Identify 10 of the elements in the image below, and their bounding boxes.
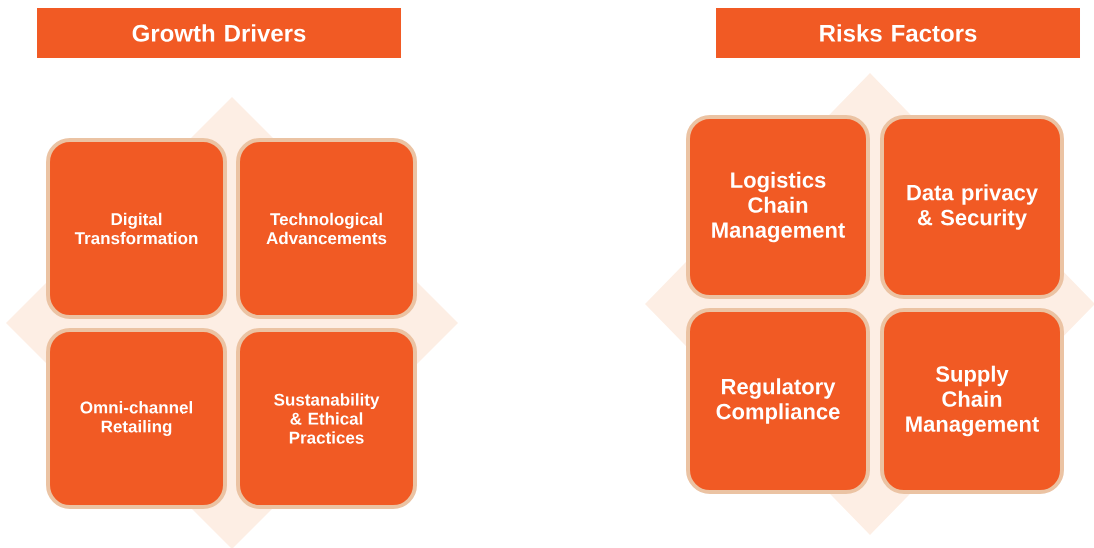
rounded-tile: Logistics Chain Management [686, 115, 870, 299]
rounded-tile: Digital Transformation [46, 138, 227, 319]
rounded-tile: Omni-channel Retailing [46, 328, 227, 509]
rounded-tile: Data privacy & Security [880, 115, 1064, 299]
rounded-tile: Regulatory Compliance [686, 308, 870, 494]
rounded-tile: Supply Chain Management [880, 308, 1064, 494]
rounded-tile: Sustanability & Ethical Practices [236, 328, 417, 509]
header-banner: Growth Drivers [37, 8, 401, 58]
rounded-tile: Technological Advancements [236, 138, 417, 319]
header-banner: Risks Factors [716, 8, 1080, 58]
